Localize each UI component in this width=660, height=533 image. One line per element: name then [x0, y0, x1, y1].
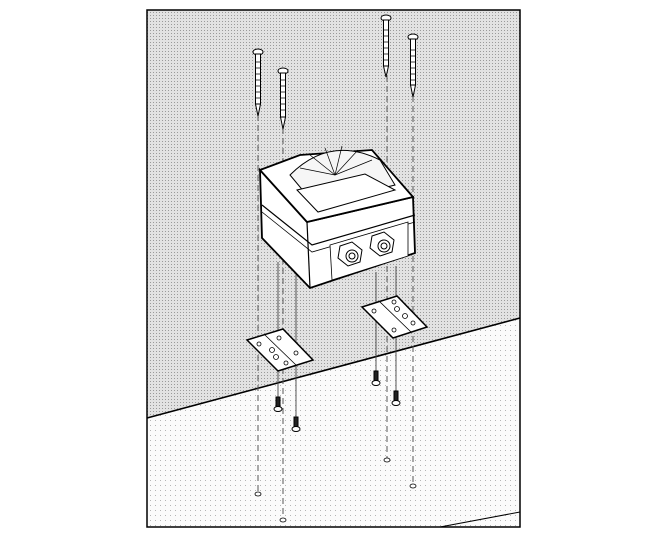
- grille-spokes: [299, 145, 373, 176]
- drill-hole-markers: [254, 457, 417, 523]
- right-bracket: [360, 295, 429, 339]
- wall-floor-edge: [146, 317, 521, 419]
- frame: [146, 9, 521, 528]
- screw-icon: [273, 396, 283, 412]
- screw-icon: [371, 370, 381, 386]
- cable-gland-icon: [337, 231, 395, 267]
- left-bracket: [245, 328, 315, 372]
- mounting-brackets: [245, 295, 429, 372]
- wood-screws: [252, 14, 419, 130]
- floor-edge: [439, 511, 521, 528]
- screw-icon: [291, 416, 301, 432]
- machine-screws: [273, 370, 401, 432]
- junction-box: [258, 145, 416, 290]
- screw-icon: [391, 390, 401, 406]
